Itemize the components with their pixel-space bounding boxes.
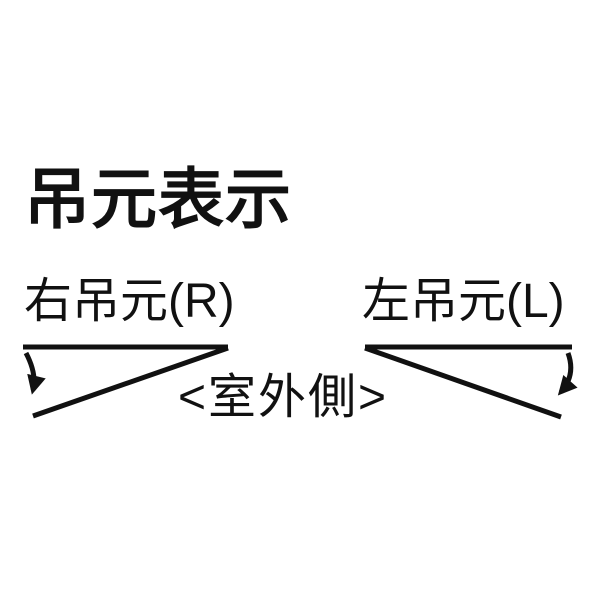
page-title: 吊元表示	[24, 162, 292, 236]
door-swing-line-right	[364, 345, 562, 420]
swing-arrow-right-icon	[557, 352, 578, 396]
outdoor-side-label: <室外側>	[178, 371, 389, 424]
right-hinge-label: 右吊元(R)	[24, 275, 235, 328]
left-hinge-label: 左吊元(L)	[362, 275, 565, 328]
swing-arrow-left-icon	[23, 351, 46, 395]
door-swing-line-left	[32, 345, 229, 419]
